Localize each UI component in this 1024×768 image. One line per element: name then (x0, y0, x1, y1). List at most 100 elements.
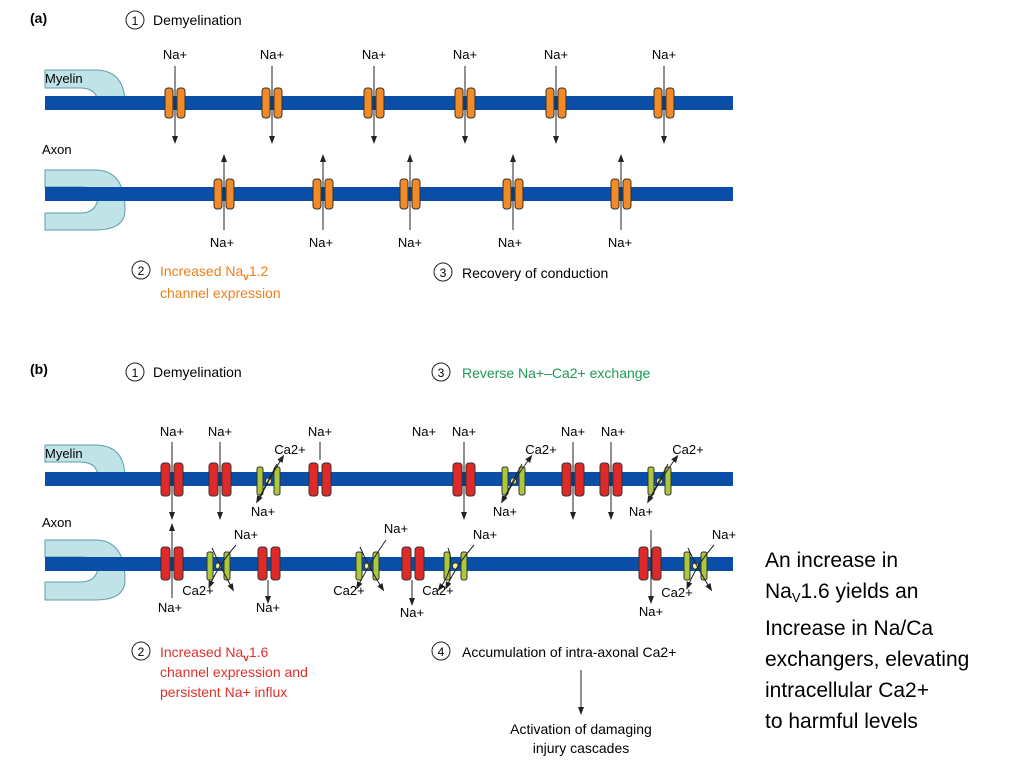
nav-channel-outflux: Na+ (163, 47, 187, 144)
nav16-channel-outflux: Na+ (256, 546, 281, 615)
channel-subunit (610, 178, 620, 210)
step-number: 3 (438, 366, 445, 380)
nav16-channel-outflux: Na+ (208, 424, 232, 520)
channel-subunit (173, 462, 184, 497)
exchanger-subunit (355, 551, 363, 581)
na-ion-label: Na+ (498, 235, 522, 250)
step-number-circle (433, 262, 453, 282)
na-ion-label: Na+ (308, 424, 332, 439)
na-ion-label: Na+ (493, 504, 517, 519)
na-ion-label: Na+ (544, 47, 568, 62)
exchanger: Ca2+ Na+ (493, 442, 557, 519)
caption-line: to harmful levels (765, 710, 918, 733)
na-ion-label: Na+ (384, 521, 408, 536)
exchanger-subunit (206, 551, 214, 581)
channel-subunit (465, 462, 476, 497)
myelin-label: Myelin (45, 446, 83, 461)
ca-ion-label: Ca2+ (274, 442, 305, 457)
panel-b-step4: 4 Accumulation of intra-axonal Ca2+ (431, 641, 676, 661)
ca-flow-arrow (211, 547, 234, 592)
exchanger: Na+ Ca2+ (661, 527, 736, 600)
step-number: 1 (132, 366, 139, 380)
ca-flow-arrow (687, 547, 713, 592)
channel-subunit (651, 546, 662, 581)
na-ion-label: Na+ (452, 424, 476, 439)
na-ion-label: Na+ (453, 47, 477, 62)
na-ion-label: Na+ (629, 504, 653, 519)
channel-subunit (561, 462, 572, 497)
nav16-channel-influx: Na+ (400, 546, 425, 620)
panel-a-step2: 2 Increased Nav1.2 channel expression (131, 260, 281, 301)
exchanger-subunit (700, 551, 708, 581)
panel-b-step2: 2 Increased Nav1.6 channel expression an… (131, 641, 308, 700)
nav-channel-influx: Na+ (309, 154, 334, 250)
step-number: 2 (138, 264, 145, 278)
caption-line: intracellular Ca2+ (765, 679, 930, 702)
na-ion-label: Na+ (608, 235, 632, 250)
nav-channel-outflux: Na+ (652, 47, 676, 144)
na-ion-label: Na+ (163, 47, 187, 62)
na-ion-label: Na+ (652, 47, 676, 62)
na-ion-label: Na+ (473, 527, 497, 542)
nav-channel-influx: Na+ (608, 154, 632, 250)
step-number: 4 (438, 645, 445, 659)
nav16-channel-outflux: Na+ (308, 424, 332, 497)
channel-subunit (270, 546, 281, 581)
na-ion-label: Na+ (158, 600, 182, 615)
channel-subunit (257, 546, 268, 581)
step-text: Increased Nav1.6 (160, 644, 269, 664)
channel-subunit (653, 87, 663, 119)
step-number: 2 (138, 645, 145, 659)
step-text: Demyelination (153, 364, 242, 380)
ca-flow-arrow (359, 546, 385, 592)
step-number: 1 (132, 14, 139, 28)
exchanger-subunit (460, 551, 468, 581)
ca-ion-label: Ca2+ (672, 442, 703, 457)
exchanger-subunit (273, 466, 281, 496)
channel-subunit (173, 546, 184, 581)
nav-channel-outflux: Na+ (362, 47, 386, 144)
channel-subunit (612, 462, 623, 497)
exchanger-subunit (372, 551, 380, 581)
exchanger-subunit (256, 466, 264, 496)
na-ion-label: Na+ (234, 527, 258, 542)
exchanger: Na+ Ca2+ (333, 521, 408, 598)
channel-subunit (176, 87, 186, 119)
channel-subunit (622, 178, 632, 210)
caption-line: An increase in (765, 549, 899, 572)
channel-subunit (225, 178, 235, 210)
nav16-channel-influx: Na+ (638, 530, 663, 619)
channel-subunit (164, 87, 174, 119)
na-ion-label: Na+ (639, 604, 663, 619)
step-text: persistent Na+ influx (160, 684, 287, 700)
na-flow-arrow (686, 544, 715, 590)
caption-line: Increase in Na/Ca (765, 617, 934, 640)
channel-subunit (638, 546, 649, 581)
channel-subunit (514, 178, 524, 210)
nav-channel-influx: Na+ (398, 154, 422, 250)
step-number-circle (431, 362, 451, 382)
na-ion-label: Na+ (208, 424, 232, 439)
channel-subunit (466, 87, 476, 119)
exchanger: Ca2+ Na+ (629, 442, 704, 519)
step-text: channel expression and (160, 664, 308, 680)
channel-subunit (273, 87, 283, 119)
channel-subunit (363, 87, 373, 119)
channel-subunit (574, 462, 585, 497)
nav16-channel-outflux: Na+ (561, 424, 585, 520)
channel-subunit (454, 87, 464, 119)
explanatory-caption: An increase in NaV1.6 yields an Increase… (765, 545, 1020, 737)
nav16-channel-influx: Na+ (158, 523, 184, 615)
na-ion-label: Na+ (210, 235, 234, 250)
channel-subunit (160, 462, 171, 497)
channel-subunit (213, 178, 223, 210)
channel-subunit (414, 546, 425, 581)
exchanger-subunit (683, 551, 691, 581)
channel-subunit (502, 178, 512, 210)
caption-line: exchangers, elevating (765, 648, 970, 671)
myelin-label: Myelin (45, 71, 83, 86)
channel-subunit (261, 87, 271, 119)
step-text: Accumulation of intra-axonal Ca2+ (462, 644, 676, 660)
panel-a-step1: 1 Demyelination (125, 10, 242, 30)
